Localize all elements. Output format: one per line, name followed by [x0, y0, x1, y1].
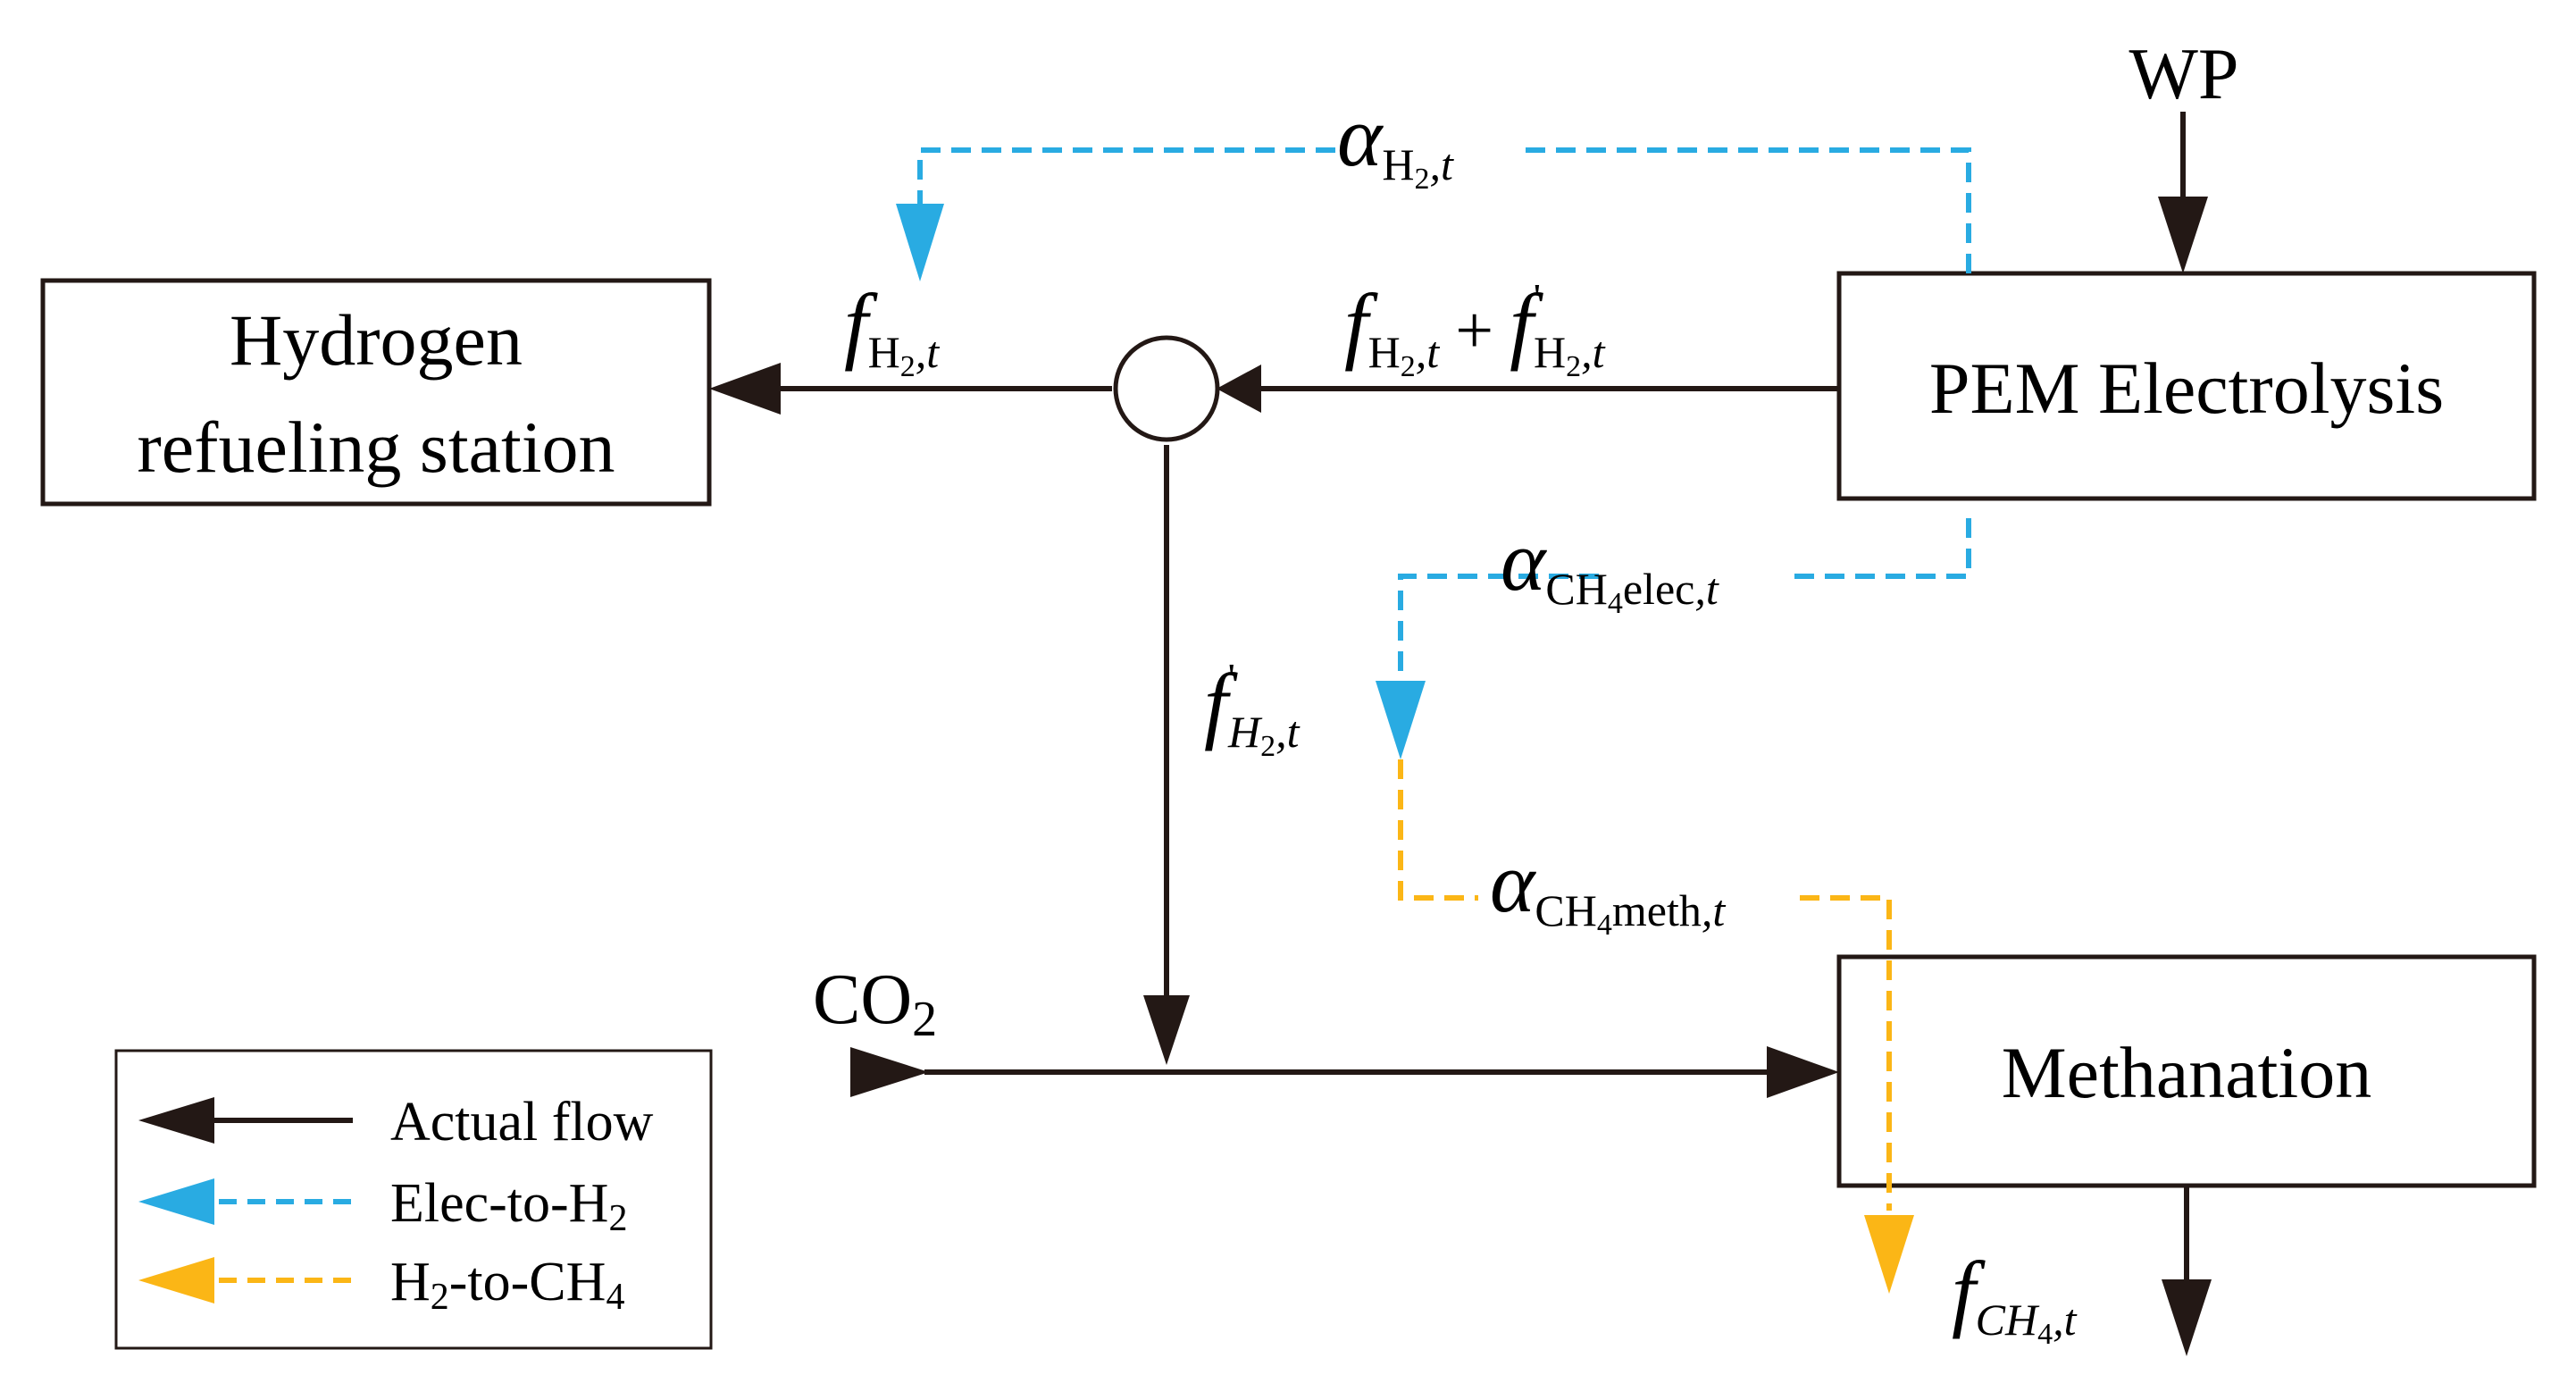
f-h2-sum-label: fH2,t+f'H2,t [1344, 275, 1606, 383]
wp-label: WP [2129, 33, 2239, 114]
blue-arrow-to-hrs [896, 204, 944, 281]
arrow-wp-into-pem [2158, 197, 2208, 273]
legend-actual-flow: Actual flow [138, 1092, 654, 1153]
methanation-box: Methanation [1836, 954, 2537, 1188]
f-ch4-label: fCH4,t [1952, 1244, 2078, 1351]
alpha-ch4-meth-label: αCH4meth,t [1490, 834, 1726, 942]
yellow-arrow-to-ch4 [1864, 1215, 1914, 1294]
blue-arrow-to-h2-prime [1376, 681, 1426, 759]
arrow-co2-start [850, 1047, 929, 1097]
legend-actual-label: Actual flow [390, 1092, 654, 1153]
h2-to-ch4-lines [1398, 759, 1892, 1211]
legend-elec-label: Elec-to-H2 [390, 1173, 627, 1239]
legend-h2-to-ch4: H2-to-CH4 [138, 1252, 624, 1318]
legend-h2ch4-label: H2-to-CH4 [390, 1252, 624, 1318]
hrs-label-line2: refueling station [137, 407, 615, 488]
legend-elec-to-h2: Elec-to-H2 [138, 1173, 627, 1239]
legend: Actual flow Elec-to-H2 H2-to-CH4 [114, 1049, 713, 1350]
arrow-down-to-co2-line [1143, 995, 1190, 1065]
hrs-label-line1: Hydrogen [230, 299, 523, 381]
actual-flow-arrowheads [709, 197, 2212, 1356]
methanation-label: Methanation [2002, 1032, 2371, 1113]
alpha-ch4-elec-label: αCH4elec,t [1501, 513, 1719, 620]
pem-electrolysis-box: PEM Electrolysis [1836, 271, 2537, 501]
f-h2-prime-label: f'H2,t [1204, 655, 1301, 763]
f-h2-label: fH2,t [844, 276, 940, 383]
arrow-ch4-output [2162, 1279, 2212, 1356]
alpha-h2-label: αH2,t [1337, 88, 1454, 196]
arrow-into-junction [1217, 365, 1261, 413]
pem-label: PEM Electrolysis [1929, 348, 2444, 429]
co2-label: CO2 [813, 960, 937, 1047]
elec-to-h2-arrowheads [896, 204, 1426, 759]
hydrogen-refueling-station-box: Hydrogen refueling station [40, 278, 712, 507]
elec-to-h2-lines [917, 147, 1971, 679]
arrow-into-hrs [709, 363, 781, 415]
actual-flow-lines [777, 112, 2189, 1295]
junction-node [1113, 335, 1220, 442]
arrow-into-methanation [1767, 1046, 1839, 1098]
